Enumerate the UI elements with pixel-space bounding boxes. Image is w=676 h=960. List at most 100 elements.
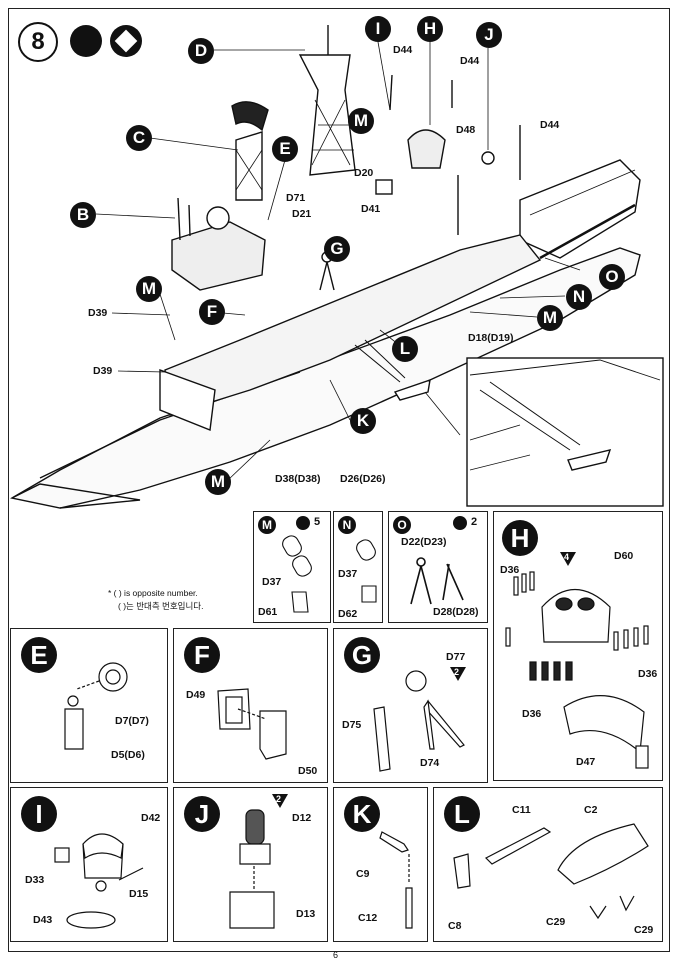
callout-m: M (537, 305, 563, 331)
count-label: 4 (564, 552, 570, 562)
callout-b: B (70, 202, 96, 228)
part-label: D36 (638, 668, 658, 680)
panel-letter: I (21, 796, 57, 832)
count-badge: 2 (450, 667, 466, 681)
count-badge: 2 (272, 794, 288, 808)
count-label: 2 (276, 794, 282, 804)
part-label: D60 (614, 550, 634, 562)
count-badge: 4 (560, 552, 576, 566)
part-label: D39 (93, 365, 113, 377)
part-label: D43 (33, 914, 53, 926)
part-label: D20 (354, 167, 374, 179)
panel-h: H 4 D36 D60 D36 D36 D47 (493, 511, 663, 781)
part-label: D49 (186, 689, 206, 701)
part-label: D75 (342, 719, 362, 731)
part-label: C29 (546, 916, 566, 928)
panel-o: O 2 D22(D23) D28(D28) (388, 511, 488, 623)
panel-g: G 2 D77 D75 D74 (333, 628, 488, 783)
part-label: D18(D19) (468, 332, 514, 344)
callout-j: J (476, 22, 502, 48)
part-label: D33 (25, 874, 45, 886)
callout-e: E (272, 136, 298, 162)
part-label: D37 (262, 576, 282, 588)
part-label: D71 (286, 192, 306, 204)
part-label: D15 (129, 888, 149, 900)
callout-h: H (417, 16, 443, 42)
part-label: C11 (512, 804, 531, 816)
part-label: C12 (358, 912, 378, 924)
part-label: D48 (456, 124, 476, 136)
panel-j: J 2 D12 D13 (173, 787, 328, 942)
panel-l: L C11 C2 C8 C29 C29 (433, 787, 663, 942)
callout-m: M (348, 108, 374, 134)
callout-i: I (365, 16, 391, 42)
part-label: D44 (540, 119, 560, 131)
callout-d: D (188, 38, 214, 64)
part-label: C8 (448, 920, 462, 932)
callout-f: F (199, 299, 225, 325)
part-label: D44 (393, 44, 413, 56)
count-badge (296, 516, 310, 530)
part-label: D7(D7) (115, 715, 149, 727)
panel-f: F D49 D50 (173, 628, 328, 783)
part-label: D37 (338, 568, 358, 580)
part-label: D13 (296, 908, 316, 920)
part-label: C9 (356, 868, 370, 880)
part-label: D41 (361, 203, 381, 215)
part-label: D50 (298, 765, 318, 777)
part-label: D36 (500, 564, 520, 576)
panel-letter: F (184, 637, 220, 673)
part-label: D26(D26) (340, 473, 386, 485)
part-label: D36 (522, 708, 542, 720)
part-label: D62 (338, 608, 358, 620)
panel-letter: G (344, 637, 380, 673)
part-label: D38(D38) (275, 473, 321, 485)
panel-letter: L (444, 796, 480, 832)
count-label: 2 (471, 516, 478, 528)
callout-g: G (324, 236, 350, 262)
part-label: D39 (88, 307, 108, 319)
count-label: 2 (454, 667, 460, 677)
part-label: D61 (258, 606, 278, 618)
callout-o: O (599, 264, 625, 290)
panel-letter: J (184, 796, 220, 832)
page-frame (8, 8, 670, 952)
part-label: D74 (420, 757, 440, 769)
panel-letter: H (502, 520, 538, 556)
part-label: D42 (141, 812, 161, 824)
part-label: D22(D23) (401, 536, 447, 548)
step-number: 8 (18, 22, 58, 62)
part-label: D12 (292, 812, 312, 824)
opposite-number-note-korean: ( )는 반대측 번호입니다. (118, 601, 204, 611)
callout-k: K (350, 408, 376, 434)
count-badge (453, 516, 467, 530)
callout-l: L (392, 336, 418, 362)
part-label: D21 (292, 208, 312, 220)
panel-letter: K (344, 796, 380, 832)
paint-icon (110, 25, 142, 57)
count-label: 5 (314, 516, 321, 528)
opposite-number-note: * ( ) is opposite number. (108, 588, 198, 598)
part-label: D47 (576, 756, 596, 768)
part-label: C2 (584, 804, 598, 816)
panel-k: K C9 C12 (333, 787, 428, 942)
callout-m: M (205, 469, 231, 495)
panel-letter: M (258, 516, 276, 534)
panel-n: N D37 D62 (333, 511, 383, 623)
callout-m: M (136, 276, 162, 302)
glue-icon (70, 25, 102, 57)
panel-letter: N (338, 516, 356, 534)
callout-n: N (566, 284, 592, 310)
panel-e: E D7(D7) D5(D6) (10, 628, 168, 783)
part-label: D28(D28) (433, 606, 479, 618)
panel-i: I D42 D33 D15 D43 (10, 787, 168, 942)
callout-c: C (126, 125, 152, 151)
part-label: D44 (460, 55, 480, 67)
page-number: 6 (333, 950, 339, 960)
panel-letter: E (21, 637, 57, 673)
part-label: C29 (634, 924, 654, 936)
part-label: D77 (446, 651, 466, 663)
part-label: D5(D6) (111, 749, 145, 761)
panel-m: M 5 D37 D61 (253, 511, 331, 623)
